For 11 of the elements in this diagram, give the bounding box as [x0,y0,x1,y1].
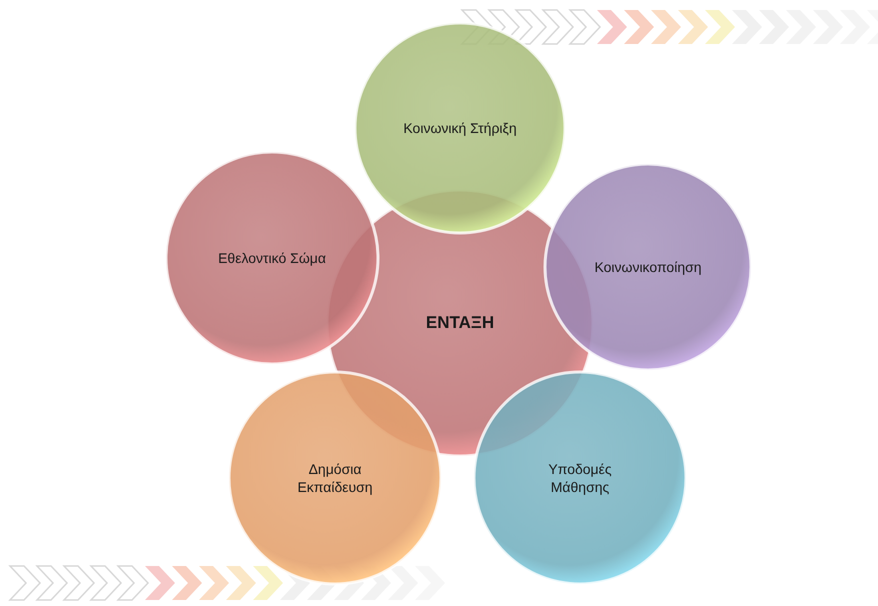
circle-label: Κοινωνική Στήριξη [402,118,518,138]
circle-node [353,21,567,235]
circle-label: Δημόσια Εκπαίδευση [296,460,374,496]
circle-label: Κοινωνικοποίηση [593,258,703,276]
circle-node [543,162,753,372]
circle-label: Εθελοντικό Σώμα [217,248,327,268]
circle-node [227,370,443,586]
circle-label: Υποδομές Μάθησης [547,460,613,496]
circle-label: ΕΝΤΑΞΗ [424,312,496,334]
circle-node [164,150,380,366]
circle-node [472,370,688,586]
